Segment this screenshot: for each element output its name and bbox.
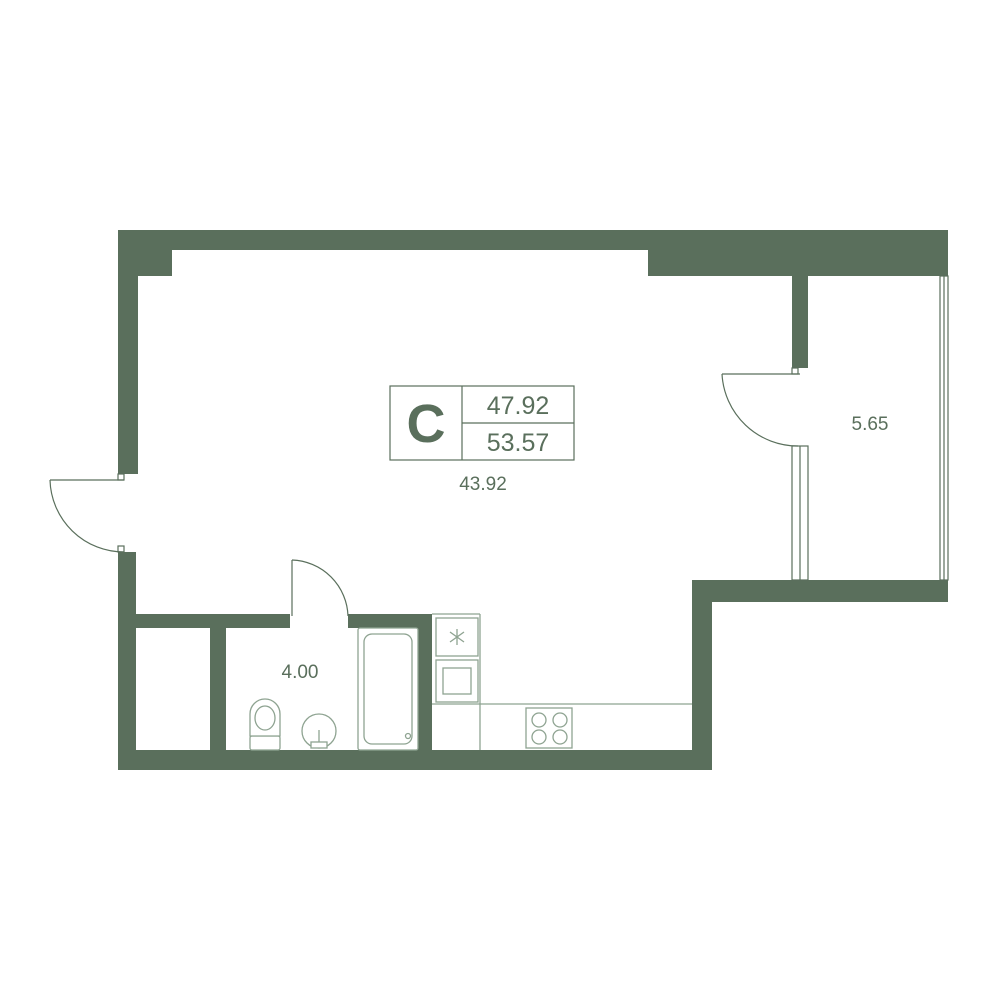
living-area-label: 43.92 xyxy=(459,474,507,495)
wall-shaft-right xyxy=(210,614,226,764)
windows xyxy=(791,275,949,581)
walls xyxy=(118,230,948,770)
sink-icon xyxy=(301,713,337,749)
bathroom-area-label: 4.00 xyxy=(282,662,319,683)
wall-top xyxy=(118,230,948,276)
oven-icon xyxy=(435,659,479,703)
wall-bath-right xyxy=(418,614,432,764)
door-bathroom xyxy=(291,559,349,617)
wall-balcony-bottom xyxy=(692,580,948,602)
area-legend: C 47.92 53.57 xyxy=(389,385,575,461)
balcony-area-label: 5.65 xyxy=(852,414,889,435)
wall-right-lower xyxy=(692,580,712,770)
door-entrance xyxy=(49,473,125,553)
doors xyxy=(49,367,800,617)
cooktop-icon xyxy=(525,707,573,749)
kitchen xyxy=(432,613,692,750)
toilet-icon xyxy=(249,698,281,751)
wall-top-corner xyxy=(118,230,172,474)
fridge-icon xyxy=(435,617,479,657)
wall-bath-top-right xyxy=(348,614,432,628)
unit-type-label: C xyxy=(407,394,446,454)
wall-partition-upper xyxy=(792,276,808,368)
total-area-label: 47.92 xyxy=(487,392,550,420)
bathtub-icon xyxy=(357,627,419,751)
wall-bath-top-left xyxy=(118,614,290,628)
area-with-balcony-label: 53.57 xyxy=(487,429,550,457)
wall-bottom xyxy=(118,750,712,770)
bathroom-fixtures xyxy=(249,627,419,751)
door-balcony xyxy=(721,367,800,447)
wall-shaft-left xyxy=(118,614,130,764)
